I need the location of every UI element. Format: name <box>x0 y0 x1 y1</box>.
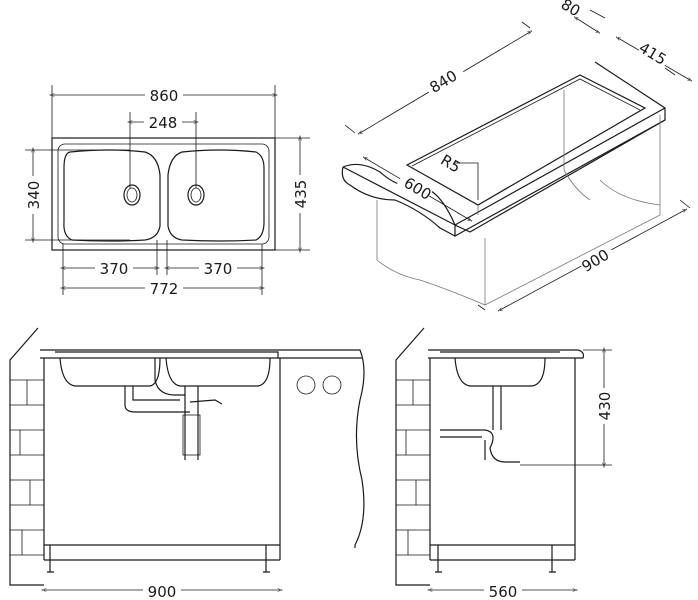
dim-label-248: 248 <box>149 114 178 132</box>
side-cabinet <box>428 349 585 561</box>
side-wall <box>395 327 430 586</box>
countertop-top-edge <box>342 107 666 226</box>
isometric-view: 840 80 415 600 R5 900 <box>341 0 690 310</box>
side-elevation: 430 560 <box>395 327 614 600</box>
wall-bricks <box>10 379 44 556</box>
dim-label-370-left: 370 <box>100 260 129 278</box>
sink-inner-edge <box>411 78 641 167</box>
dim-80 <box>576 18 598 32</box>
cabinet-outline <box>376 115 661 306</box>
dim-label-80: 80 <box>558 0 584 20</box>
right-bowl <box>167 149 265 242</box>
knob-right <box>322 375 342 395</box>
side-legs <box>435 545 556 573</box>
left-drain-inner <box>126 187 138 203</box>
front-countertop <box>40 349 365 548</box>
dim-label-900-front: 900 <box>148 583 177 600</box>
dim-label-370-right: 370 <box>204 260 233 278</box>
front-cabinet <box>40 357 362 561</box>
trap <box>182 414 201 456</box>
side-bowl <box>440 351 560 387</box>
dim-label-r5: R5 <box>437 151 463 177</box>
front-legs <box>47 545 270 573</box>
dim-label-435: 435 <box>292 180 310 209</box>
wall <box>9 327 44 586</box>
side-extension-lines <box>520 349 612 466</box>
dim-label-560: 560 <box>489 583 518 600</box>
countertop-front-edge <box>454 119 666 238</box>
dim-label-860: 860 <box>150 87 179 105</box>
left-drain <box>123 184 141 206</box>
front-elevation: 900 <box>9 327 365 600</box>
sink-outline <box>51 137 276 251</box>
dim-label-430: 430 <box>596 392 614 421</box>
front-drain-pipes <box>124 358 223 460</box>
r5-leader <box>454 162 479 200</box>
side-wall-bricks <box>396 379 430 556</box>
rim <box>57 143 270 245</box>
right-drain-inner <box>190 187 202 203</box>
dim-label-772: 772 <box>150 280 179 298</box>
side-drain-pipes <box>440 386 520 463</box>
dim-label-340: 340 <box>25 181 43 210</box>
top-view: 860 248 340 435 370 370 772 <box>24 85 310 298</box>
knob-left <box>296 375 316 395</box>
front-bowls <box>55 351 279 387</box>
sink-bowl-lines <box>477 90 591 215</box>
left-bowl <box>63 149 161 242</box>
